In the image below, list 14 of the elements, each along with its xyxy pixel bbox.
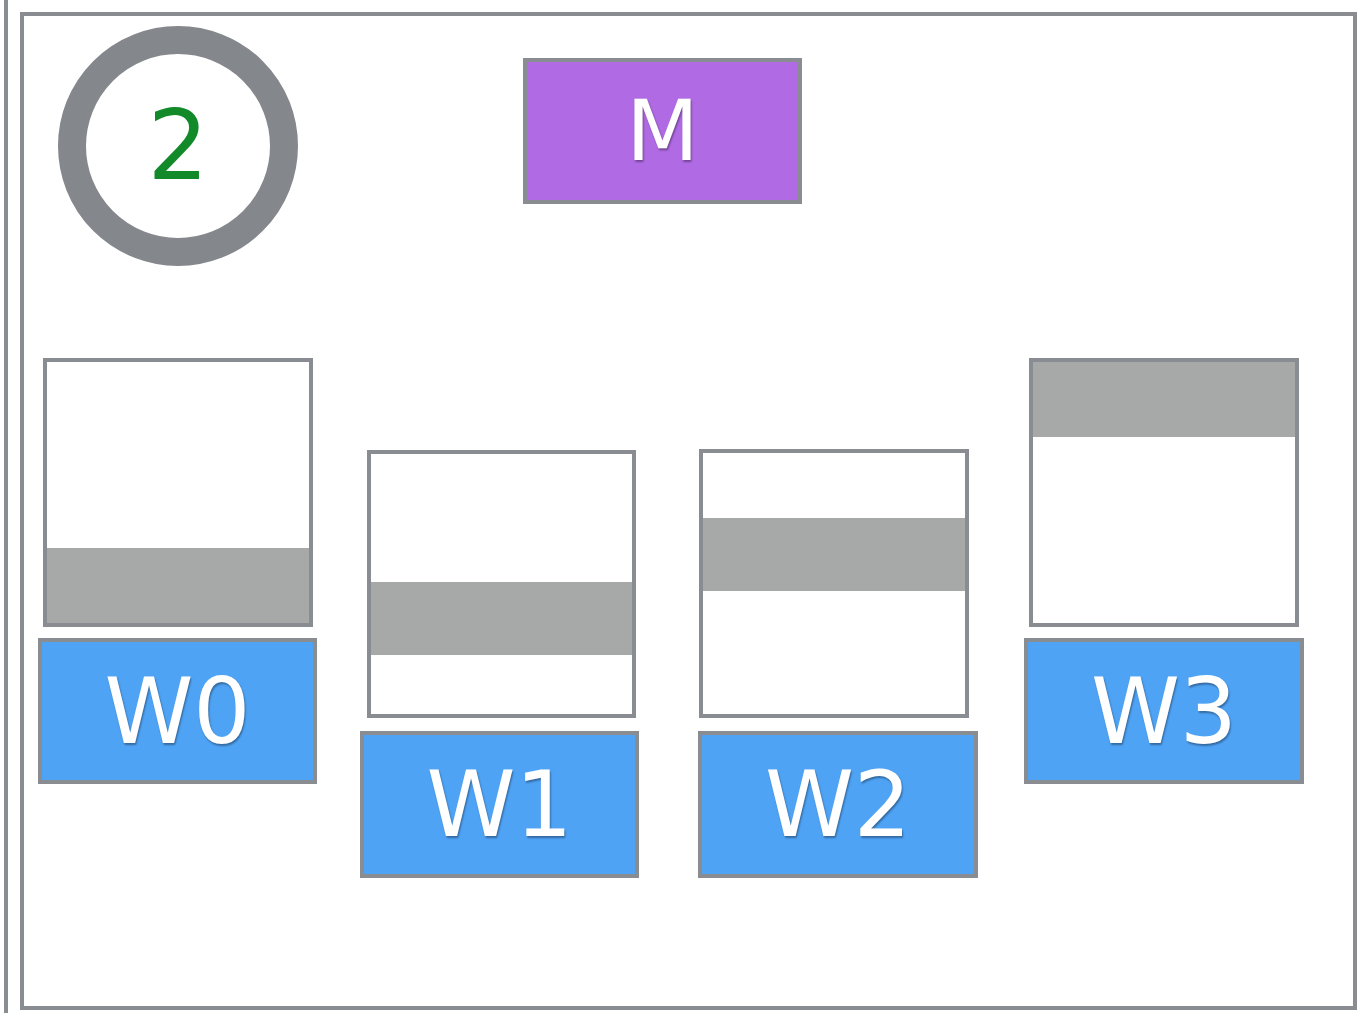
master-box: M [523, 58, 802, 204]
filled-segment [47, 548, 309, 623]
step-circle: 2 [58, 26, 298, 266]
buffer-box [699, 449, 969, 718]
worker-box: W3 [1024, 638, 1304, 784]
filled-segment [371, 582, 632, 655]
filled-segment [703, 518, 965, 591]
buffer-box [43, 358, 313, 627]
worker-box: W1 [360, 731, 639, 878]
worker-box: W2 [698, 731, 978, 878]
filled-segment [1033, 362, 1295, 437]
buffer-box [367, 450, 636, 718]
buffer-box [1029, 358, 1299, 627]
worker-box: W0 [38, 638, 317, 784]
